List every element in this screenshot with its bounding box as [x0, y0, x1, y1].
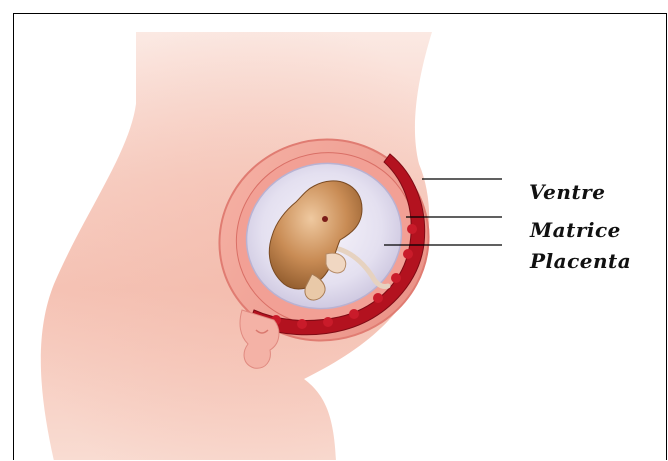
label-ventre: Ventre: [529, 180, 605, 204]
label-placenta: Placenta: [530, 249, 631, 273]
label-matrice: Matrice: [530, 218, 621, 242]
diagram-frame: Ventre Matrice Placenta: [13, 13, 667, 460]
